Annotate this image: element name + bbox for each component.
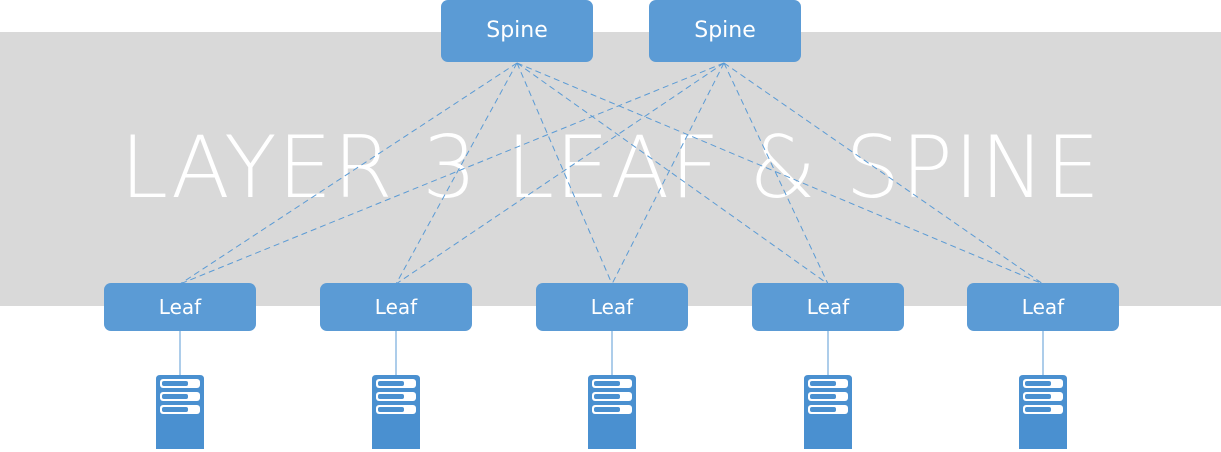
- spine-node-label: Spine: [694, 18, 756, 43]
- spine-1-leaf-4-link: [516, 62, 829, 285]
- leaf-node-4: Leaf: [752, 283, 904, 331]
- spine-node-1: Spine: [441, 0, 593, 62]
- spine-1-leaf-5-link: [516, 62, 1044, 285]
- spine-2-leaf-2-link: [395, 62, 725, 285]
- spine-1-leaf-3-link: [516, 62, 613, 285]
- leaf-node-label: Leaf: [1021, 295, 1065, 319]
- server-icon: [156, 375, 204, 449]
- leaf-node-label: Leaf: [374, 295, 418, 319]
- spine-2-leaf-1-link: [179, 62, 725, 285]
- spine-1-leaf-2-link: [395, 62, 518, 285]
- leaf-node-label: Leaf: [806, 295, 850, 319]
- leaf-node-3: Leaf: [536, 283, 688, 331]
- spine-2-leaf-5-link: [723, 62, 1044, 285]
- diagram-title: LAYER 3 LEAF & SPINE: [120, 118, 1101, 218]
- server-icon: [372, 375, 420, 449]
- server-icon: [588, 375, 636, 449]
- leaf-node-label: Leaf: [158, 295, 202, 319]
- server-icon: [804, 375, 852, 449]
- leaf-node-5: Leaf: [967, 283, 1119, 331]
- spine-node-label: Spine: [486, 18, 548, 43]
- server-icon: [1019, 375, 1067, 449]
- leaf-node-2: Leaf: [320, 283, 472, 331]
- leaf-node-1: Leaf: [104, 283, 256, 331]
- spine-2-leaf-4-link: [723, 62, 829, 285]
- spine-1-leaf-1-link: [179, 62, 518, 285]
- spine-2-leaf-3-link: [611, 62, 725, 285]
- background-band: [0, 32, 1221, 306]
- leaf-node-label: Leaf: [590, 295, 634, 319]
- spine-node-2: Spine: [649, 0, 801, 62]
